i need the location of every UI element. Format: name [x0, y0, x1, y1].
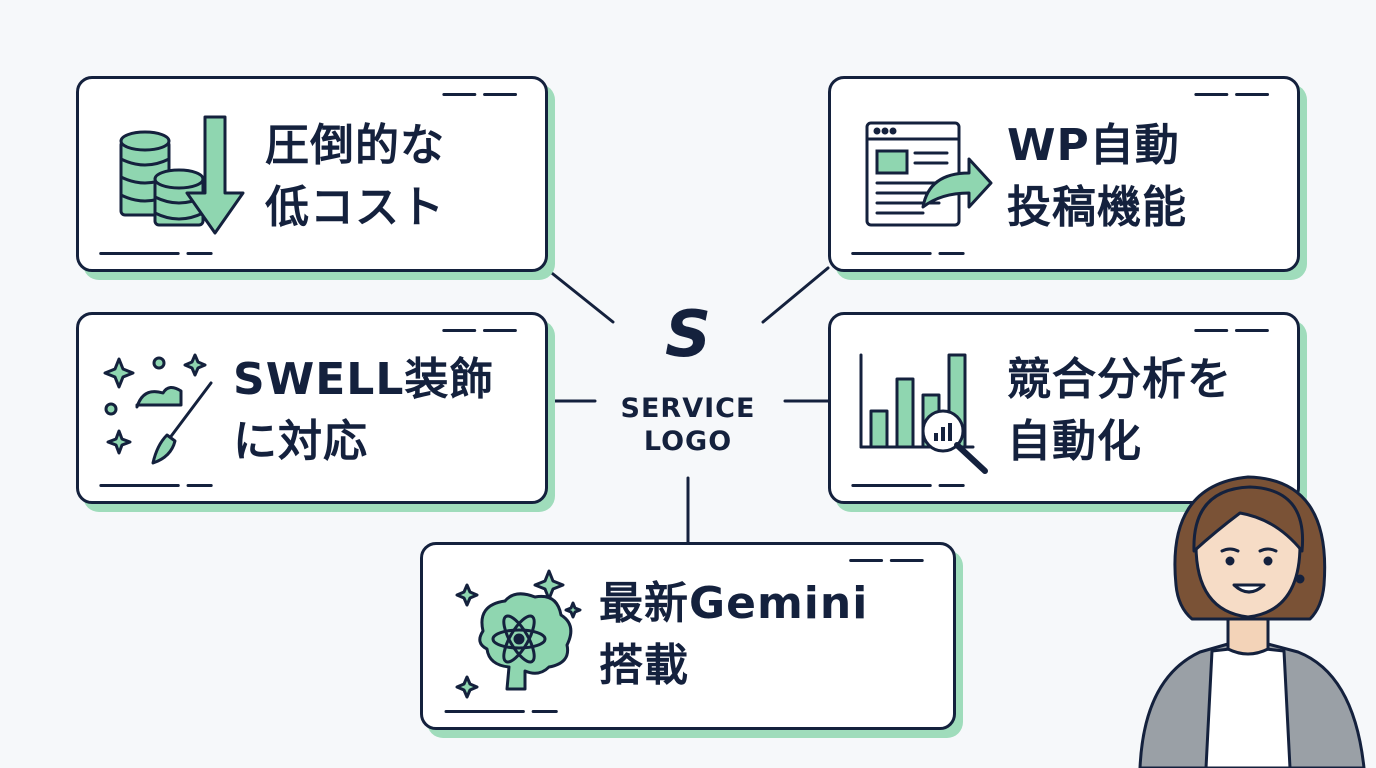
service-logo-line2: LOGO — [643, 426, 733, 457]
feature-title-line1: SWELL装飾 — [233, 354, 495, 405]
feature-title-line2: 低コスト — [265, 182, 445, 233]
service-logo-line1: SERVICE — [620, 393, 756, 424]
feature-title-line1: 圧倒的な — [265, 120, 445, 171]
feature-title: WP自動 投稿機能 — [1007, 115, 1187, 239]
presenter-woman-illustration — [1138, 475, 1366, 768]
feature-card-low-cost: 圧倒的な 低コスト — [76, 76, 548, 272]
feature-card-gemini: 最新Gemini 搭載 — [420, 542, 956, 730]
feature-title-line2: 自動化 — [1007, 416, 1142, 467]
feature-title: SWELL装飾 に対応 — [233, 349, 494, 473]
feature-title-line2: に対応 — [233, 416, 368, 467]
feature-card-wp-auto-post: WP自動 投稿機能 — [828, 76, 1300, 272]
feature-title-line1: WP自動 — [1007, 120, 1180, 171]
feature-title-line2: 搭載 — [599, 640, 689, 691]
feature-title-line2: 投稿機能 — [1007, 182, 1187, 233]
feature-title: 競合分析を 自動化 — [1007, 349, 1232, 473]
feature-title: 圧倒的な 低コスト — [265, 115, 445, 239]
service-logo-text: SERVICE LOGO — [598, 392, 778, 458]
feature-title: 最新Gemini 搭載 — [599, 573, 868, 697]
sparkles-paintbrush-icon — [103, 353, 213, 465]
webpage-share-arrow-icon — [865, 121, 993, 227]
ai-brain-sparkle-icon — [455, 569, 582, 699]
feature-title-line1: 最新Gemini — [599, 578, 869, 629]
feature-card-swell-decoration: SWELL装飾 に対応 — [76, 312, 548, 504]
bar-chart-magnifier-icon — [859, 353, 988, 474]
coins-down-arrow-icon — [119, 115, 245, 235]
feature-title-line1: 競合分析を — [1007, 354, 1232, 405]
feature-card-competitor-analysis: 競合分析を 自動化 — [828, 312, 1300, 504]
service-logo-mark: S — [664, 298, 712, 372]
